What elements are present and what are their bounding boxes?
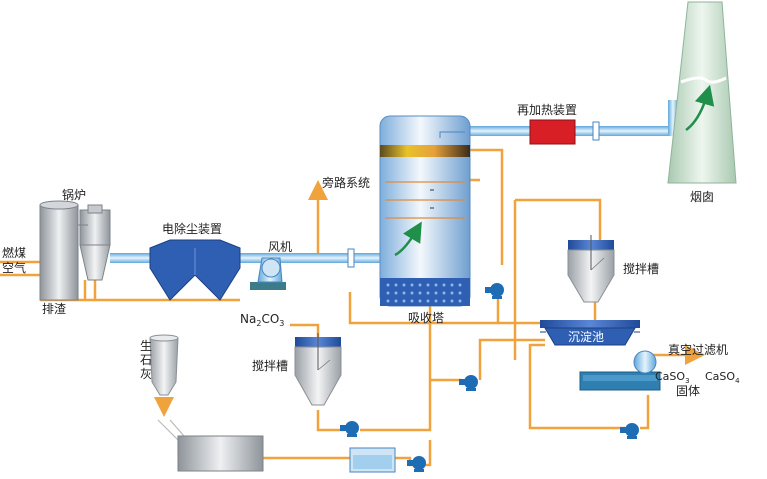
lime-label-2: 石 <box>140 353 152 367</box>
agitator-left-label: 搅拌槽 <box>252 358 288 373</box>
agitator-tank-left <box>294 333 342 406</box>
solid-label: 固体 <box>676 384 700 398</box>
agitator-right-label: 搅拌槽 <box>623 261 659 276</box>
absorber-tower <box>379 115 471 307</box>
lime-slaker-drum <box>177 435 264 472</box>
na2co3-label: Na2CO3 <box>240 312 284 328</box>
pump-absorber <box>485 283 504 299</box>
electrostatic-precipitator <box>149 239 241 301</box>
reheater <box>529 119 576 145</box>
boiler <box>39 200 111 301</box>
pump-settling <box>620 423 639 439</box>
chimney <box>667 1 737 184</box>
lime-label-3: 灰 <box>140 367 152 381</box>
lime-label-1: 生 <box>140 339 152 353</box>
reheater-label: 再加热装置 <box>517 103 577 117</box>
slag-label: 排渣 <box>42 302 66 316</box>
vacuum-filter-label: 真空过滤机 <box>668 343 728 357</box>
pump-bottom <box>407 456 426 472</box>
pump-left <box>340 421 359 437</box>
product-a-label: CaSO3 <box>655 370 690 385</box>
fan-label: 风机 <box>268 240 292 254</box>
vacuum-filter <box>579 350 661 391</box>
air-label: 空气 <box>2 260 26 275</box>
boiler-label: 锅炉 <box>62 187 86 202</box>
esp-label: 电除尘装置 <box>162 221 222 236</box>
small-mixing-tank <box>349 447 396 473</box>
settling-pond <box>540 320 640 346</box>
chimney-label: 烟囱 <box>690 190 714 204</box>
pump-mid <box>459 375 478 391</box>
induced-draft-fan <box>250 257 286 290</box>
product-b-label: CaSO4 <box>705 370 740 385</box>
flue-gas-ducts <box>110 100 678 268</box>
agitator-tank-right <box>567 235 615 303</box>
slurry-pipes <box>0 148 705 467</box>
coal-label: 燃煤 <box>2 245 26 260</box>
bypass-label: 旁路系统 <box>322 175 370 190</box>
absorber-label: 吸收塔 <box>408 311 444 325</box>
settling-label: 沉淀池 <box>568 330 604 344</box>
